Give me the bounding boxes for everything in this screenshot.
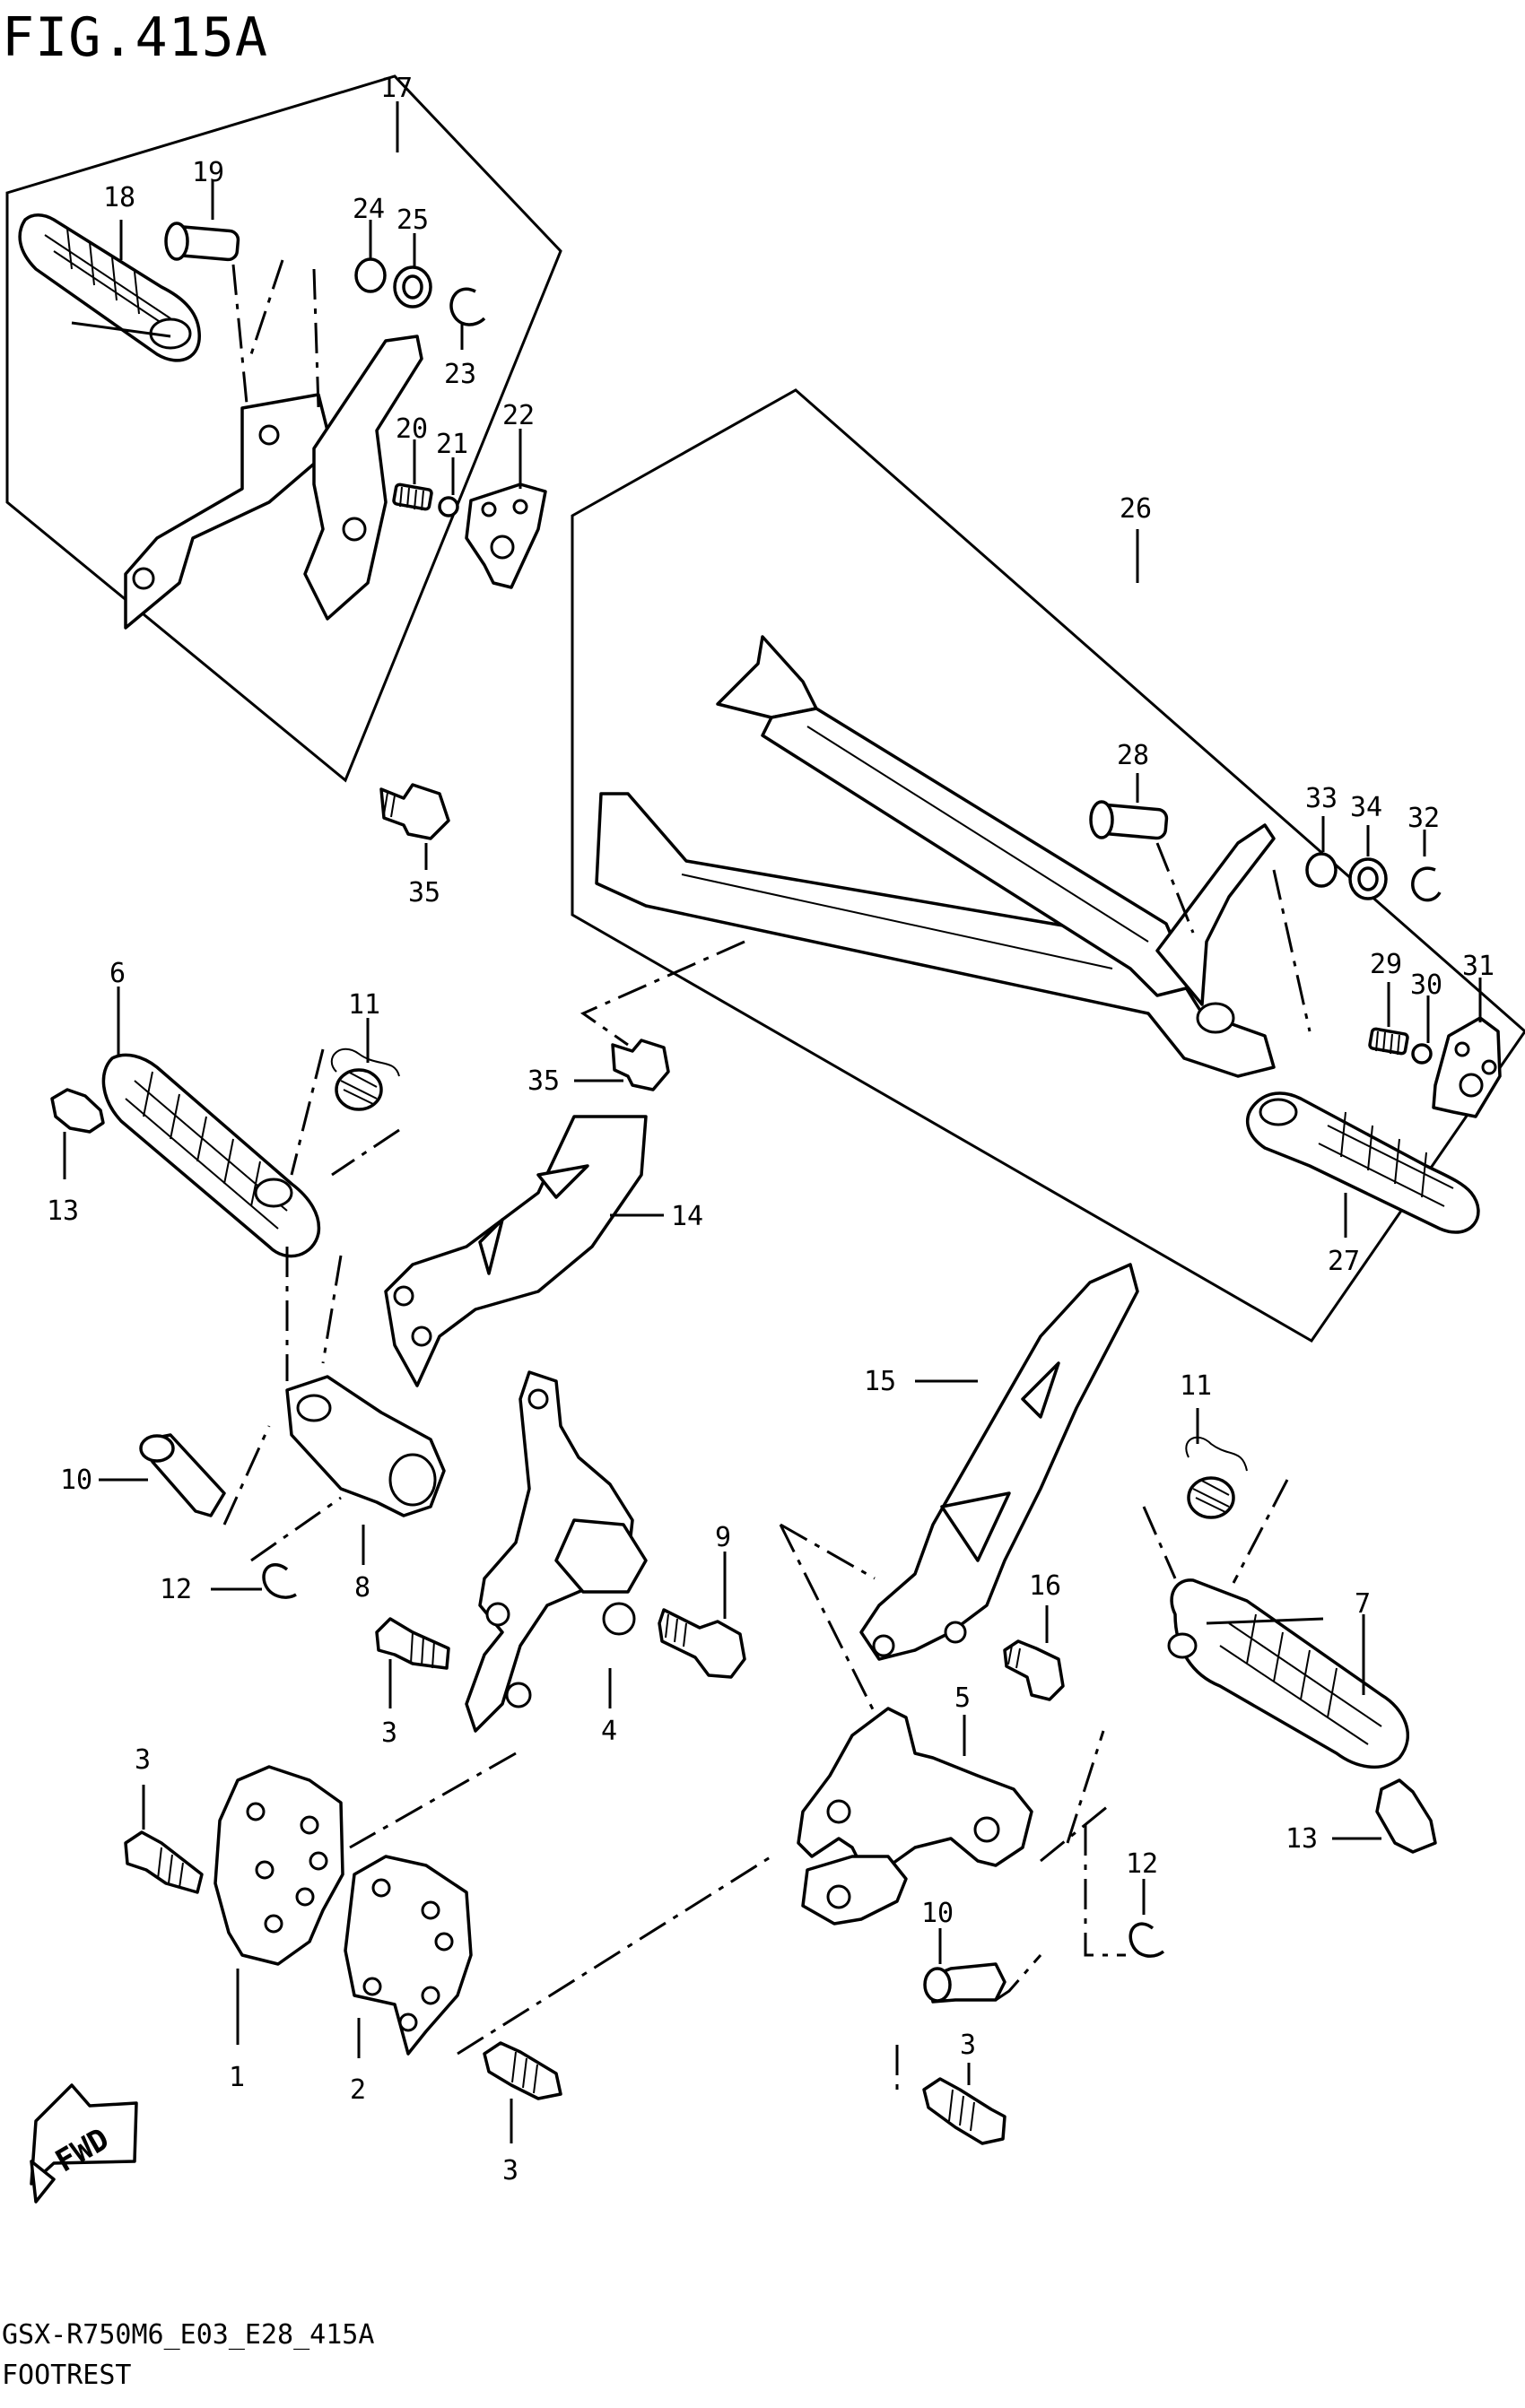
bracket-4[interactable]: 4 [465, 1370, 648, 1747]
callout-16: 16 [1029, 1570, 1061, 1602]
callout-30: 30 [1410, 969, 1442, 1001]
callout-27: 27 [1328, 1246, 1360, 1277]
callout-20: 20 [396, 413, 428, 445]
plate-31[interactable]: 31 [1432, 951, 1502, 1118]
callout-9: 9 [715, 1522, 731, 1553]
e-ring-12-right[interactable]: 12 [1084, 1825, 1165, 1958]
callout-5: 5 [954, 1682, 971, 1714]
callout-11b: 11 [1180, 1370, 1212, 1402]
holder-8[interactable]: 8 [285, 1247, 446, 1604]
callout-15: 15 [864, 1366, 896, 1397]
washers-24-25[interactable]: 24 25 [353, 194, 432, 309]
callout-10a: 10 [60, 1465, 92, 1496]
callout-26: 26 [1120, 493, 1152, 525]
spring-11-left[interactable]: 11 [290, 989, 400, 1177]
figure-title: FIG.415A [2, 6, 268, 69]
leader-line-box26-to-bolt35 [580, 940, 745, 1047]
arrow-icon [30, 2160, 56, 2204]
pin-10-left[interactable]: 10 [60, 1425, 271, 1526]
e-ring-23[interactable]: 23 [444, 287, 486, 390]
callout-4: 4 [601, 1716, 617, 1747]
e-ring-12-left[interactable]: 12 [160, 1496, 342, 1605]
callout-8: 8 [354, 1572, 370, 1604]
bolt-13-right[interactable]: 13 [1285, 1778, 1437, 1855]
bolt-3-center[interactable]: 3 [375, 1617, 450, 1749]
callout-12a: 12 [160, 1574, 192, 1605]
spring-20-ball-21[interactable]: 20 21 [392, 413, 468, 517]
callout-3c: 3 [502, 2155, 518, 2186]
footpeg-6[interactable]: 6 [101, 958, 321, 1258]
washers-33-34[interactable]: 33 34 [1305, 783, 1388, 900]
pin-10-right[interactable]: 10 [921, 1898, 1042, 2004]
footrest-bracket-14[interactable]: 14 [384, 1115, 703, 1387]
bracket-26-body[interactable] [595, 635, 1276, 1078]
footrest-bracket-15[interactable]: 15 [779, 1263, 1139, 1777]
leader-line-bracket4-to-plate1 [349, 1752, 517, 1849]
callout-23: 23 [444, 359, 476, 390]
bolt-3-left[interactable]: 3 [124, 1744, 204, 1894]
bolt-13-left[interactable]: 13 [47, 1088, 105, 1227]
plate-22[interactable]: 22 [465, 400, 547, 589]
spring-11-right[interactable]: 11 [1142, 1370, 1289, 1584]
bolt-3-bottom-right[interactable]: 3 [895, 2030, 1006, 2145]
callout-17: 17 [380, 73, 413, 104]
bolt-9[interactable]: 9 [658, 1522, 746, 1679]
callout-25: 25 [396, 204, 429, 236]
callout-2: 2 [350, 2074, 366, 2106]
callout-18: 18 [103, 182, 135, 213]
callout-35a: 35 [408, 877, 440, 908]
callout-28: 28 [1117, 740, 1149, 771]
callout-21: 21 [436, 429, 468, 460]
callout-3d: 3 [960, 2030, 976, 2061]
e-ring-32[interactable]: 32 [1155, 803, 1442, 1032]
callout-13a: 13 [47, 1195, 79, 1227]
callout-19: 19 [192, 157, 224, 188]
callout-32: 32 [1407, 803, 1440, 834]
footpeg-7[interactable]: 7 [1167, 1578, 1409, 1769]
callout-24: 24 [353, 194, 385, 225]
callout-1: 1 [229, 2062, 245, 2093]
bolt-35-upper[interactable]: 35 [379, 783, 450, 908]
spring-29-ball-30[interactable]: 29 30 [1368, 949, 1442, 1065]
bolt-3-bottom-center[interactable]: 3 [483, 2041, 562, 2186]
section-name: FOOTREST [2, 2360, 132, 2391]
bracket-5[interactable]: 5 [797, 1682, 1113, 1926]
callout-3b: 3 [135, 1744, 151, 1776]
pin-28[interactable]: 28 [1089, 740, 1169, 840]
callout-12b: 12 [1126, 1848, 1158, 1880]
callout-6: 6 [109, 958, 126, 989]
callout-13b: 13 [1285, 1823, 1318, 1855]
drawing-code: GSX-R750M6_E03_E28_415A [2, 2319, 374, 2351]
bolt-35-lower[interactable]: 35 [527, 1039, 670, 1097]
callout-35b: 35 [527, 1065, 560, 1097]
pin-19[interactable]: 19 [164, 157, 240, 262]
plate-2[interactable]: 2 [344, 1855, 473, 2106]
callout-33: 33 [1305, 783, 1338, 814]
callout-31: 31 [1462, 951, 1494, 982]
callout-22: 22 [502, 400, 535, 431]
callout-11a: 11 [348, 989, 380, 1021]
footpeg-27[interactable]: 27 [1246, 1091, 1480, 1277]
bolt-16[interactable]: 16 [1003, 1570, 1065, 1701]
callout-34: 34 [1350, 792, 1382, 823]
plate-1[interactable]: 1 [214, 1765, 344, 2093]
callout-3a: 3 [381, 1717, 397, 1749]
callout-14: 14 [671, 1201, 703, 1232]
leader-line-plate2-to-bracket5 [457, 1855, 772, 2056]
bracket-17-body[interactable] [124, 259, 423, 630]
footpeg-18[interactable]: 18 [18, 182, 201, 362]
callout-7: 7 [1355, 1588, 1371, 1620]
fwd-direction-badge: FWD [30, 2083, 138, 2204]
callout-10b: 10 [921, 1898, 954, 1929]
callout-29: 29 [1370, 949, 1402, 980]
